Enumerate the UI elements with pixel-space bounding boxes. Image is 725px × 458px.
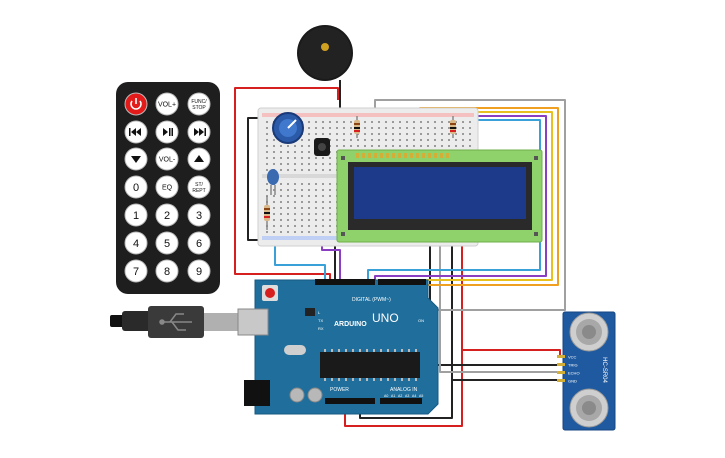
down-arrow-icon xyxy=(131,156,141,163)
lcd-display xyxy=(336,149,543,243)
digital-header xyxy=(315,279,426,285)
led xyxy=(267,169,279,195)
arduino-brand-text: ARDUINO xyxy=(334,321,367,328)
remote-button-vol-minus[interactable]: VOL- xyxy=(155,147,179,171)
up-arrow-icon xyxy=(194,155,204,162)
resistor-left xyxy=(264,196,270,230)
remote-button-label: 8 xyxy=(164,266,170,278)
arduino-tx-label: TX xyxy=(318,318,323,323)
remote-button-st-rept[interactable]: ST/REPT xyxy=(187,175,211,199)
rewind-icon xyxy=(129,128,141,136)
remote-button-label: EQ xyxy=(162,185,173,192)
remote-button-four[interactable]: 4 xyxy=(124,231,148,255)
remote-button-label: 5 xyxy=(164,238,170,250)
power-header xyxy=(325,398,422,404)
remote-button-label: 1 xyxy=(133,210,139,222)
remote-button-rewind[interactable] xyxy=(124,120,148,144)
arduino-rx-label: RX xyxy=(318,326,324,331)
remote-button-label: 0 xyxy=(133,182,139,194)
remote-button-label: 6 xyxy=(196,238,202,250)
remote-button-label: VOL+ xyxy=(158,102,176,109)
remote-button-label: 4 xyxy=(133,238,139,250)
remote-button-label: 7 xyxy=(133,266,139,278)
usb-icon xyxy=(159,313,192,331)
sensor-pin xyxy=(557,371,565,374)
remote-button-down[interactable] xyxy=(124,147,148,171)
sensor-transducer-top xyxy=(569,312,609,352)
remote-button-label: ST/REPT xyxy=(192,182,205,194)
arduino-model-text: UNO xyxy=(372,311,399,325)
remote-button-label: 3 xyxy=(196,210,202,222)
remote-button-seven[interactable]: 7 xyxy=(124,259,148,283)
atmega-chip xyxy=(320,352,420,378)
remote-button-one[interactable]: 1 xyxy=(124,203,148,227)
remote-button-up[interactable] xyxy=(187,147,211,171)
remote-button-three[interactable]: 3 xyxy=(187,203,211,227)
remote-button-nine[interactable]: 9 xyxy=(187,259,211,283)
analog-pin-label: A5 xyxy=(419,394,423,398)
remote-button-fast-forward[interactable] xyxy=(187,120,211,144)
resistor-top-1 xyxy=(354,116,360,138)
remote-button-zero[interactable]: 0 xyxy=(124,175,148,199)
wire-red-sensor xyxy=(461,245,561,357)
arduino-analog-label: ANALOG IN xyxy=(390,387,418,393)
remote-button-label: VOL- xyxy=(159,157,176,164)
remote-button-label: FUNC/STOP xyxy=(191,99,207,111)
resistor-top-2 xyxy=(450,116,456,138)
remote-button-eight[interactable]: 8 xyxy=(155,259,179,283)
wire-red-top xyxy=(262,87,339,100)
arduino-uno: ARDUINO UNO DIGITAL (PWM~) POWER ANALOG … xyxy=(237,279,439,415)
sensor-pin xyxy=(557,355,565,358)
analog-pin-label: A0 xyxy=(384,394,388,398)
sensor-pin xyxy=(557,363,565,366)
play-pause-icon xyxy=(163,128,173,136)
remote-button-six[interactable]: 6 xyxy=(187,231,211,255)
remote-button-power[interactable] xyxy=(124,92,148,116)
analog-pin-label: A2 xyxy=(398,394,402,398)
wire-red-left xyxy=(234,87,331,282)
remote-button-func-stop[interactable]: FUNC/STOP xyxy=(187,92,211,116)
ir-receiver xyxy=(314,138,330,156)
arduino-on-label: ON xyxy=(418,318,424,323)
sensor-transducer-bottom xyxy=(569,388,609,428)
remote-button-label: 9 xyxy=(196,266,202,278)
hc-sr04-sensor: HC-SR04 VCC TRIG ECHO GND xyxy=(557,311,616,431)
sensor-model-text: HC-SR04 xyxy=(601,357,607,383)
wire-black-pot xyxy=(247,117,336,282)
lcd-header-pins xyxy=(356,153,449,158)
analog-pin-label: A3 xyxy=(405,394,409,398)
remote-button-two[interactable]: 2 xyxy=(155,203,179,227)
sensor-pin-label: GND xyxy=(568,379,577,384)
remote-button-play-pause[interactable] xyxy=(155,120,179,144)
piezo-buzzer xyxy=(297,25,353,81)
remote-button-label: 2 xyxy=(164,210,170,222)
ir-remote: VOL+ FUNC/STOP VOL- 0 EQ ST/REPT 1 2 3 4 5 6 7 8 9 xyxy=(116,82,220,294)
sensor-pin xyxy=(557,379,565,382)
arduino-digital-label: DIGITAL (PWM~) xyxy=(352,297,391,303)
wire-grey-sensor xyxy=(439,245,560,373)
fast-forward-icon xyxy=(194,128,206,136)
sensor-pin-label: TRIG xyxy=(568,363,578,368)
arduino-l-label: L xyxy=(318,310,321,315)
remote-button-eq[interactable]: EQ xyxy=(155,175,179,199)
arduino-power-label: POWER xyxy=(330,387,349,393)
potentiometer[interactable] xyxy=(272,112,304,144)
power-icon xyxy=(130,98,142,110)
sensor-pin-label: ECHO xyxy=(568,371,580,376)
remote-button-vol-plus[interactable]: VOL+ xyxy=(155,92,179,116)
remote-button-five[interactable]: 5 xyxy=(155,231,179,255)
analog-pin-label: A4 xyxy=(412,394,416,398)
sensor-pin-label: VCC xyxy=(568,355,577,360)
analog-pin-label: A1 xyxy=(391,394,395,398)
